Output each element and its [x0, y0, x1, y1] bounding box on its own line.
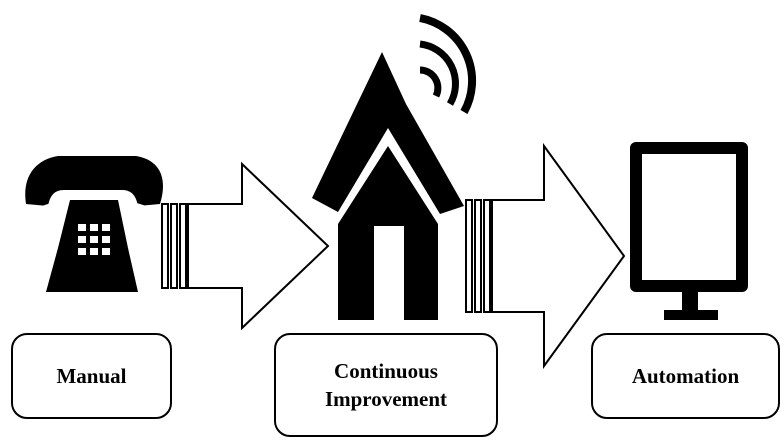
continuous-improvement-label-box: Continuous Improvement [274, 333, 498, 437]
automation-label: Automation [631, 363, 740, 388]
manual-label: Manual [56, 363, 127, 388]
computer-monitor-icon [630, 142, 748, 320]
arrow-right-icon [161, 161, 330, 331]
arrow-right-icon [465, 142, 626, 370]
automation-label-box: Automation [591, 333, 780, 419]
improvement-label: Improvement [324, 387, 448, 411]
house-with-signal-icon [312, 14, 477, 320]
continuous-label: Continuous [334, 358, 438, 383]
manual-label-box: Manual [11, 333, 172, 419]
telephone-icon [25, 156, 163, 292]
